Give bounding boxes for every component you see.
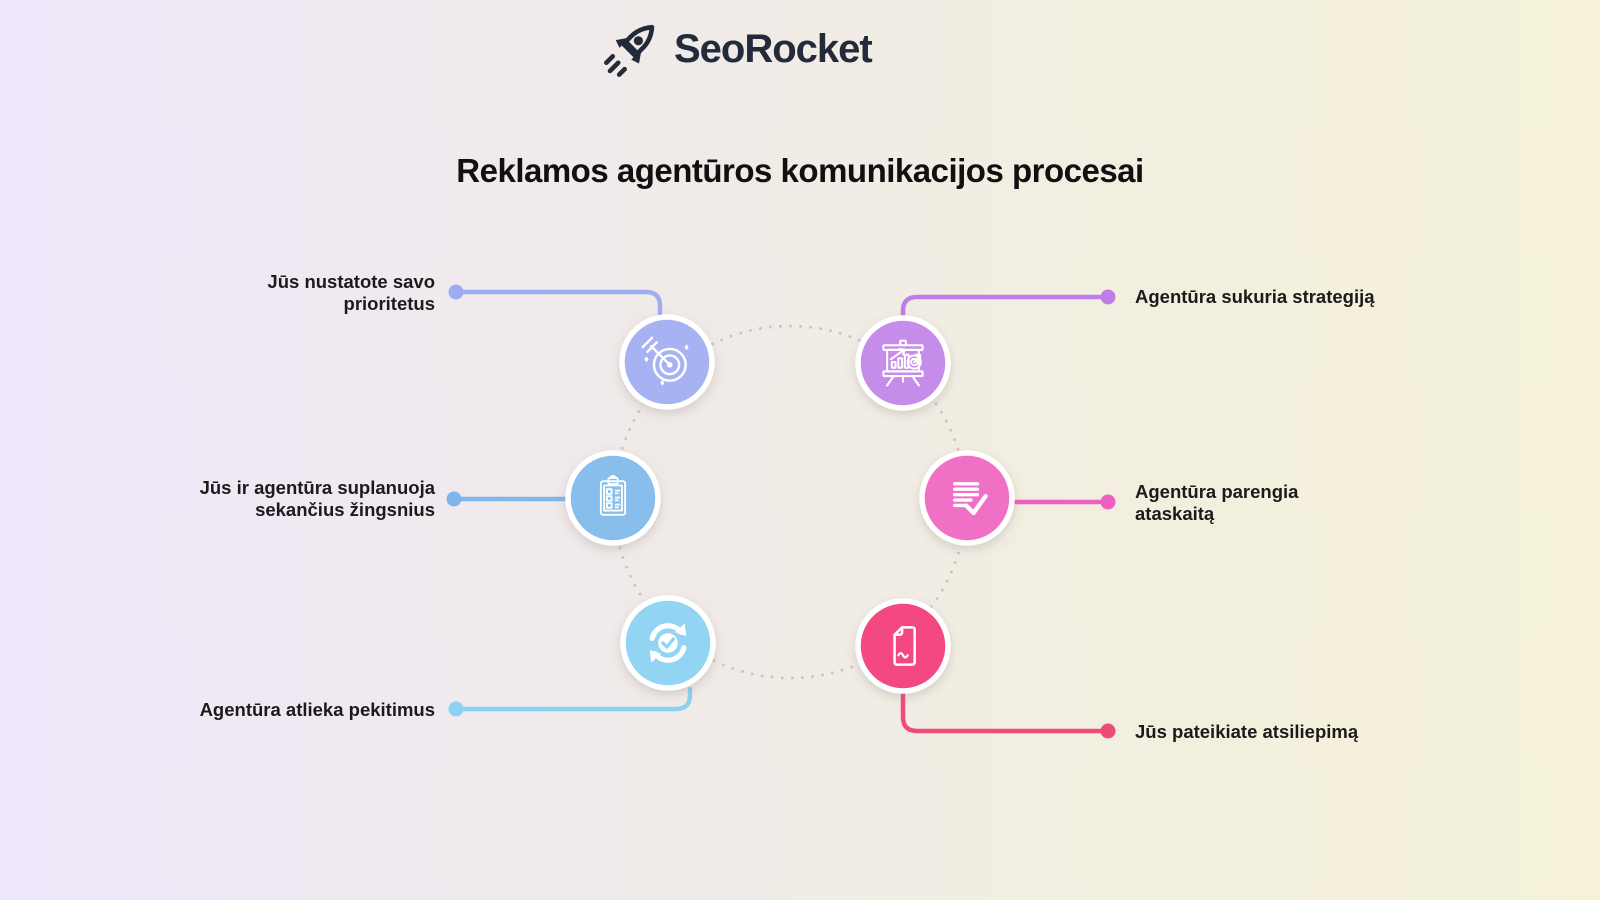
step-circle-1 (619, 314, 715, 410)
page-title: Reklamos agentūros komunikacijos procesa… (456, 152, 1144, 189)
logo-text: SeoRocket (674, 26, 873, 71)
step-label-6: Jūs pateikiate atsiliepimą (1135, 721, 1359, 742)
connector-dot-2 (1100, 289, 1116, 305)
step-label-5: Agentūra atlieka pekitimus (199, 699, 435, 720)
connector-line-5 (453, 686, 693, 712)
logo: SeoRocket (599, 16, 873, 82)
step-circle-6 (855, 598, 951, 694)
connector-dot-4 (1100, 494, 1116, 510)
connector-line-1 (453, 289, 663, 319)
step-circle-2 (855, 315, 951, 411)
step-label-4: Agentūra parengia ataskaitą (1135, 481, 1299, 524)
connector-line-2 (900, 294, 1111, 320)
step-label-3: Jūs ir agentūra suplanuoja sekančius žin… (199, 477, 435, 520)
step-circle-4 (919, 450, 1015, 546)
connector-line-6 (900, 689, 1111, 734)
step-circle-3 (565, 450, 661, 546)
step-label-2: Agentūra sukuria strategiją (1135, 286, 1375, 307)
connector-dot-1 (448, 284, 464, 300)
connector-dot-6 (1100, 723, 1116, 739)
connector-dot-5 (448, 701, 464, 717)
connector-dot-3 (446, 491, 462, 507)
step-circle-5 (620, 595, 716, 691)
step-label-1: Jūs nustatote savo prioritetus (267, 271, 435, 314)
rocket-icon (604, 24, 655, 77)
